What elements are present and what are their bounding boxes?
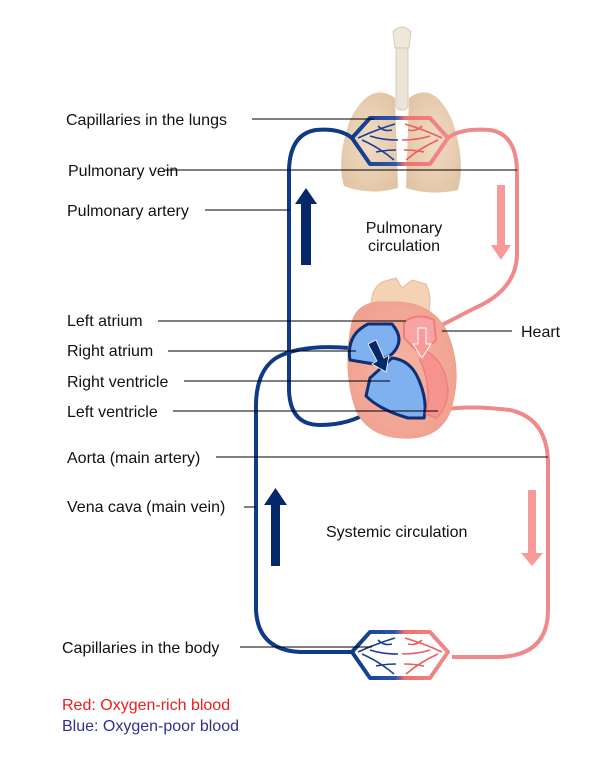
heart-arrow-pink-icon <box>412 327 432 359</box>
label-capillaries-body: Capillaries in the body <box>62 640 219 657</box>
systemic-up-arrow-icon <box>264 488 287 566</box>
label-pulmonary-circulation-2: circulation <box>368 238 440 255</box>
label-left-ventricle: Left ventricle <box>67 404 158 421</box>
label-capillaries-lungs: Capillaries in the lungs <box>66 112 227 129</box>
vena-cava-vessel <box>253 345 352 654</box>
label-pulmonary-circulation-1: Pulmonary <box>366 220 442 237</box>
label-pulmonary-artery: Pulmonary artery <box>67 203 189 220</box>
label-systemic-circulation: Systemic circulation <box>326 524 467 541</box>
legend-red: Red: Oxygen-rich blood <box>62 697 230 714</box>
body-capillary-branches-red <box>401 637 443 675</box>
lung-capillary-branches-blue <box>357 123 399 161</box>
body-capillary-branches-blue <box>357 637 399 675</box>
lung-capillary-branches-red <box>401 123 443 161</box>
pulmonary-down-arrow-icon <box>491 185 511 260</box>
systemic-down-arrow-icon <box>521 490 543 566</box>
label-aorta: Aorta (main artery) <box>67 450 200 467</box>
heart-illustration <box>347 277 457 439</box>
pulmonary-artery-vessel <box>287 127 374 428</box>
aorta-vessel <box>439 405 550 659</box>
leader-lines <box>158 118 548 648</box>
left-ventricle-chamber <box>419 348 449 419</box>
label-pulmonary-vein: Pulmonary vein <box>68 163 178 180</box>
legend-blue: Blue: Oxygen-poor blood <box>62 718 239 735</box>
lungs-illustration <box>341 26 461 193</box>
pulmonary-up-arrow-icon <box>295 188 317 265</box>
label-right-atrium: Right atrium <box>67 343 153 360</box>
label-heart: Heart <box>521 324 561 341</box>
body-capillary-bed <box>350 630 450 680</box>
pulmonary-vein-vessel <box>439 127 519 328</box>
larynx <box>392 26 412 49</box>
label-left-atrium: Left atrium <box>67 313 143 330</box>
right-ventricle-chamber <box>364 356 427 420</box>
heart-arrow-blue-icon <box>367 339 390 373</box>
label-right-ventricle: Right ventricle <box>67 374 168 391</box>
body-capillary-shape <box>350 630 450 680</box>
label-vena-cava: Vena cava (main vein) <box>67 499 225 516</box>
left-lung <box>341 92 398 192</box>
